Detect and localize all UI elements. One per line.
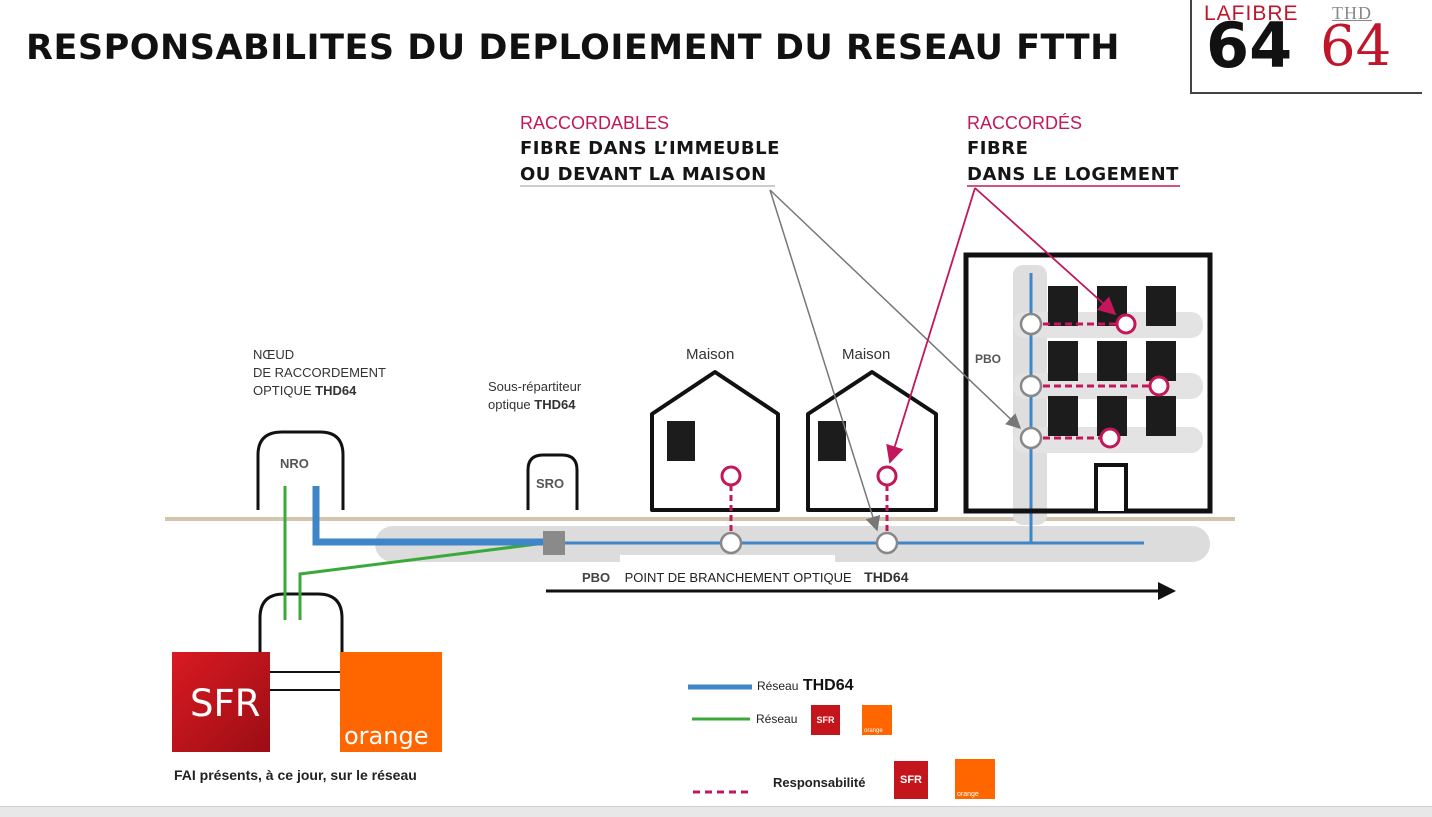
nro-caption-prefix: OPTIQUE (253, 383, 316, 398)
nro-caption-line1: NŒUD (253, 347, 295, 362)
sro-caption-prefix: optique (488, 397, 535, 412)
duct-white-strip (620, 555, 835, 579)
outlet-node (1099, 427, 1121, 449)
pbo-axis-owner: THD64 (864, 569, 909, 585)
house-1-label: Maison (686, 346, 735, 363)
raccordes-line1: FIBRE (967, 138, 1029, 159)
sro-caption-line2: optique THD64 (488, 396, 581, 414)
sfr-logo-text: SFR (190, 682, 261, 725)
pbo-axis-caption: PBO POINT DE BRANCHEMENT OPTIQUE THD64 (582, 569, 909, 587)
legend-resp-orange-logo: orange (955, 759, 995, 799)
raccordes-label: RACCORDÉS FIBRE DANS LE LOGEMENT (967, 110, 1179, 188)
sro-node (543, 531, 565, 555)
legend-resp-sfr-logo: SFR (894, 761, 928, 799)
outlet-node (876, 465, 898, 487)
nro-label: NRO (280, 456, 309, 471)
nro-caption-owner: THD64 (315, 383, 357, 398)
legend-orange-text: orange (864, 728, 883, 734)
pointer-arrow (769, 189, 881, 532)
legend-orange-logo: orange (862, 705, 892, 735)
building-pbo-label: PBO (975, 352, 1002, 366)
page-title: RESPONSABILITES DU DEPLOIEMENT DU RESEAU… (26, 28, 1120, 68)
raccordes-line2: DANS LE LOGEMENT (967, 164, 1179, 185)
ground-line (165, 517, 1235, 521)
lafibre-number: 64 (1206, 9, 1293, 82)
green-network-line (298, 541, 546, 620)
legend-resp-orange-text: orange (957, 791, 979, 798)
pointer-arrow (886, 187, 976, 464)
sro-label: SRO (536, 476, 565, 491)
nro-caption-line3: OPTIQUE THD64 (253, 382, 386, 400)
building (963, 252, 1213, 514)
pbo-node (1019, 312, 1043, 336)
house-1-window (667, 421, 695, 461)
orange-logo: orange (340, 652, 442, 752)
legend-thd: Réseau THD64 (757, 677, 854, 695)
house-2-window (818, 421, 846, 461)
thd64-logo: THD 64 (1320, 0, 1410, 90)
raccordables-line2: OU DEVANT LA MAISON (520, 164, 767, 185)
legend-sfr-logo: SFR (811, 705, 840, 735)
sro-caption-owner: THD64 (534, 397, 576, 412)
legend-thd-strong: THD64 (802, 677, 854, 694)
lafibre-word: LAFIBRE (1204, 2, 1299, 25)
pbo-axis-text: POINT DE BRANCHEMENT OPTIQUE (624, 570, 852, 585)
sro-caption: Sous-répartiteur optique THD64 (488, 378, 581, 414)
pbo-axis-arrowhead (1158, 582, 1176, 600)
bottom-strip (0, 806, 1432, 817)
outlet-node (720, 465, 742, 487)
pointer-arrow (769, 189, 1022, 430)
house-2 (806, 370, 938, 512)
pbo-axis-abbr: PBO (582, 570, 611, 585)
pbo-node (719, 531, 743, 555)
raccordables-line1: FIBRE DANS L’IMMEUBLE (520, 138, 780, 159)
thd-number: 64 (1320, 14, 1392, 79)
building-windows (1048, 286, 1176, 436)
house-2-label: Maison (842, 346, 891, 363)
sro-caption-line1: Sous-répartiteur (488, 379, 582, 394)
raccordables-label: RACCORDABLES FIBRE DANS L’IMMEUBLE OU DE… (520, 110, 780, 188)
orange-logo-text: orange (344, 722, 429, 750)
raccordables-title: RACCORDABLES (520, 113, 670, 133)
pbo-node (875, 531, 899, 555)
raccordes-title: RACCORDÉS (967, 113, 1083, 133)
nro-caption: NŒUD DE RACCORDEMENT OPTIQUE THD64 (253, 346, 386, 400)
pbo-node (1019, 374, 1043, 398)
legend-operator-label: Réseau (756, 712, 798, 726)
outlet-node (1115, 313, 1137, 335)
legend-responsibility-label: Responsabilité (773, 775, 866, 790)
pbo-node (1019, 426, 1043, 450)
building-door (1094, 463, 1128, 511)
legend-thd-small: Réseau (757, 679, 799, 693)
sfr-logo: SFR (172, 652, 270, 752)
pointer-arrow (974, 187, 1117, 316)
nro-caption-line2: DE RACCORDEMENT (253, 365, 386, 380)
nro-box (256, 430, 345, 510)
logo-frame (1190, 0, 1422, 94)
lafibre-logo: LAFIBRE 64 (1204, 0, 1314, 90)
blue-network-trunk (312, 486, 545, 546)
sro-box (526, 453, 579, 510)
thd-word: THD (1332, 3, 1372, 23)
fai-caption: FAI présents, à ce jour, sur le réseau (174, 767, 417, 783)
outlet-node (1148, 375, 1170, 397)
house-1 (650, 370, 780, 512)
